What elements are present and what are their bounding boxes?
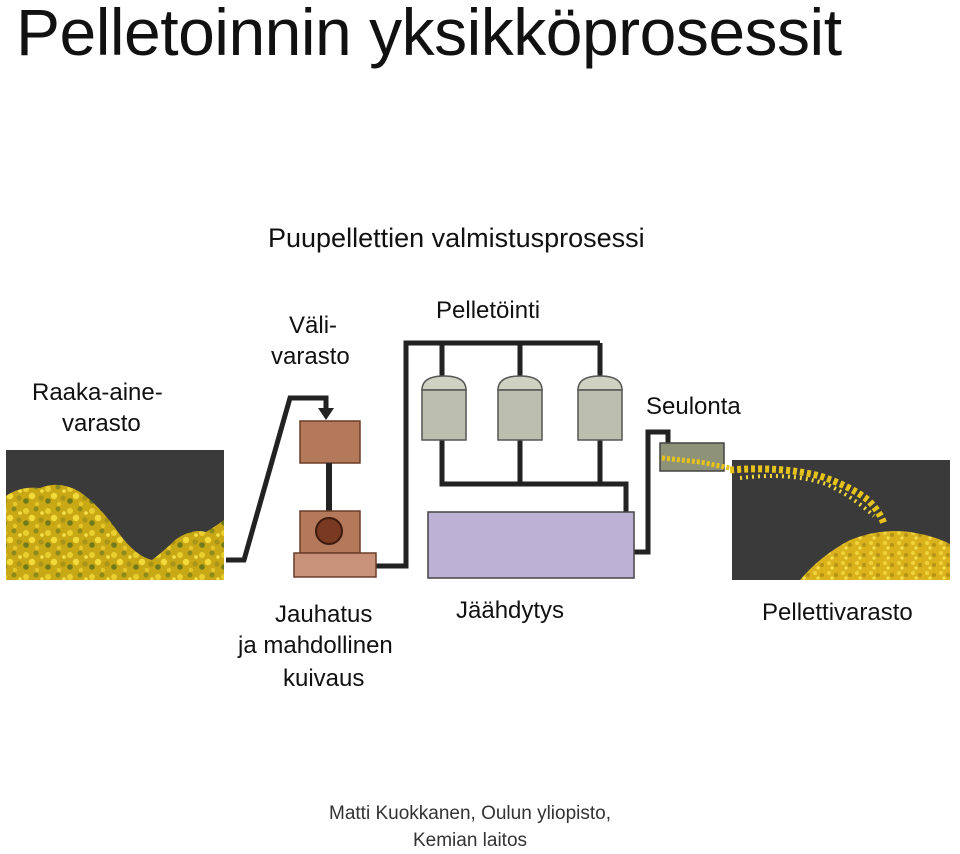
pellet-mills	[421, 375, 623, 441]
cooler	[427, 511, 635, 579]
pellet-mill	[497, 375, 543, 441]
footer-credit: Matti Kuokkanen, Oulun yliopisto, Kemian…	[270, 800, 670, 854]
label-screening: Seulonta	[646, 393, 741, 420]
diagram-heading: Puupellettien valmistusprosessi	[268, 223, 645, 253]
pellet-mill	[421, 375, 467, 441]
label-pelletizing: Pelletöinti	[436, 297, 540, 324]
label-pellet-storage: Pellettivarasto	[762, 599, 913, 626]
label-intermediate-2: varasto	[271, 343, 350, 370]
pellet-mill	[577, 375, 623, 441]
intermediate-storage	[299, 420, 361, 511]
conveyor-pipes	[226, 340, 671, 569]
raw-material-storage	[6, 450, 224, 580]
label-cooling: Jäähdytys	[456, 597, 564, 624]
footer-line-1: Matti Kuokkanen, Oulun yliopisto,	[329, 803, 611, 824]
label-grinding-3: kuivaus	[283, 665, 364, 692]
feed-arrow-icon	[318, 408, 334, 420]
slide-title: Pelletoinnin yksikköprosessit	[16, 0, 842, 69]
footer-line-2: Kemian laitos	[412, 830, 528, 851]
pellet-storage	[729, 460, 950, 580]
label-raw-storage-1: Raaka-aine-	[32, 379, 163, 406]
label-intermediate-1: Väli-	[289, 312, 337, 339]
label-grinding-1: Jauhatus	[275, 601, 372, 628]
label-grinding-2: ja mahdollinen	[237, 632, 393, 659]
grinder	[293, 510, 377, 578]
label-raw-storage-2: varasto	[62, 410, 141, 437]
screen	[659, 442, 731, 472]
